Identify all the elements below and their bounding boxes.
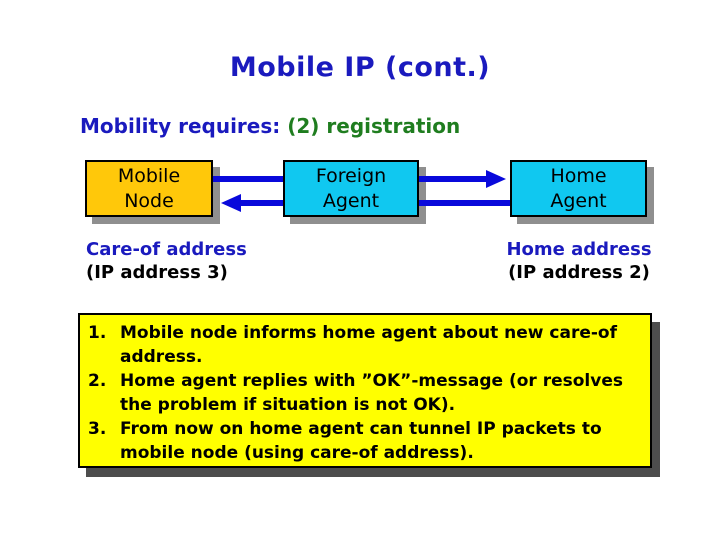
- home-address-ip: (IP address 2): [508, 262, 650, 283]
- arrowhead-left-icon: [221, 194, 241, 212]
- request-line-mn-to-fa: [213, 176, 283, 182]
- care-of-address-title: Care-of address: [86, 239, 247, 260]
- step-text: Mobile node informs home agent about new…: [120, 323, 617, 367]
- arrowhead-right-icon: [486, 170, 506, 188]
- home-agent-box: Home Agent: [510, 160, 647, 217]
- subtitle: Mobility requires: (2) registration: [80, 114, 460, 138]
- home-agent-label-line2: Agent: [550, 189, 607, 212]
- home-agent-label-line1: Home: [550, 164, 607, 187]
- care-of-address-label: Care-of address (IP address 3): [86, 238, 247, 284]
- care-of-address-ip: (IP address 3): [86, 262, 228, 283]
- reply-line-ha-to-fa: [419, 200, 510, 206]
- mobile-node-label-line2: Node: [124, 189, 174, 212]
- reply-line-fa-to-mn: [240, 200, 283, 206]
- subtitle-blue-text: Mobility requires:: [80, 114, 281, 138]
- request-line-fa-to-ha: [419, 176, 486, 182]
- foreign-agent-box: Foreign Agent: [283, 160, 419, 217]
- home-address-title: Home address: [506, 239, 652, 260]
- subtitle-green-text: (2) registration: [280, 114, 461, 138]
- list-item: 1. Mobile node informs home agent about …: [88, 321, 642, 369]
- step-number: 2.: [88, 371, 107, 391]
- mobile-node-box: Mobile Node: [85, 160, 213, 217]
- step-number: 3.: [88, 419, 107, 439]
- foreign-agent-label-line2: Agent: [322, 189, 380, 212]
- step-text: From now on home agent can tunnel IP pac…: [120, 419, 602, 463]
- home-address-label: Home address (IP address 2): [505, 238, 653, 284]
- mobile-node-label-line1: Mobile: [117, 164, 181, 187]
- step-text: Home agent replies with ”OK”-message (or…: [120, 371, 623, 415]
- step-number: 1.: [88, 323, 107, 343]
- registration-steps-box: 1. Mobile node informs home agent about …: [78, 313, 652, 468]
- page-title: Mobile IP (cont.): [229, 52, 491, 83]
- list-item: 2. Home agent replies with ”OK”-message …: [88, 369, 642, 417]
- list-item: 3. From now on home agent can tunnel IP …: [88, 417, 642, 465]
- foreign-agent-label-line1: Foreign: [315, 164, 387, 187]
